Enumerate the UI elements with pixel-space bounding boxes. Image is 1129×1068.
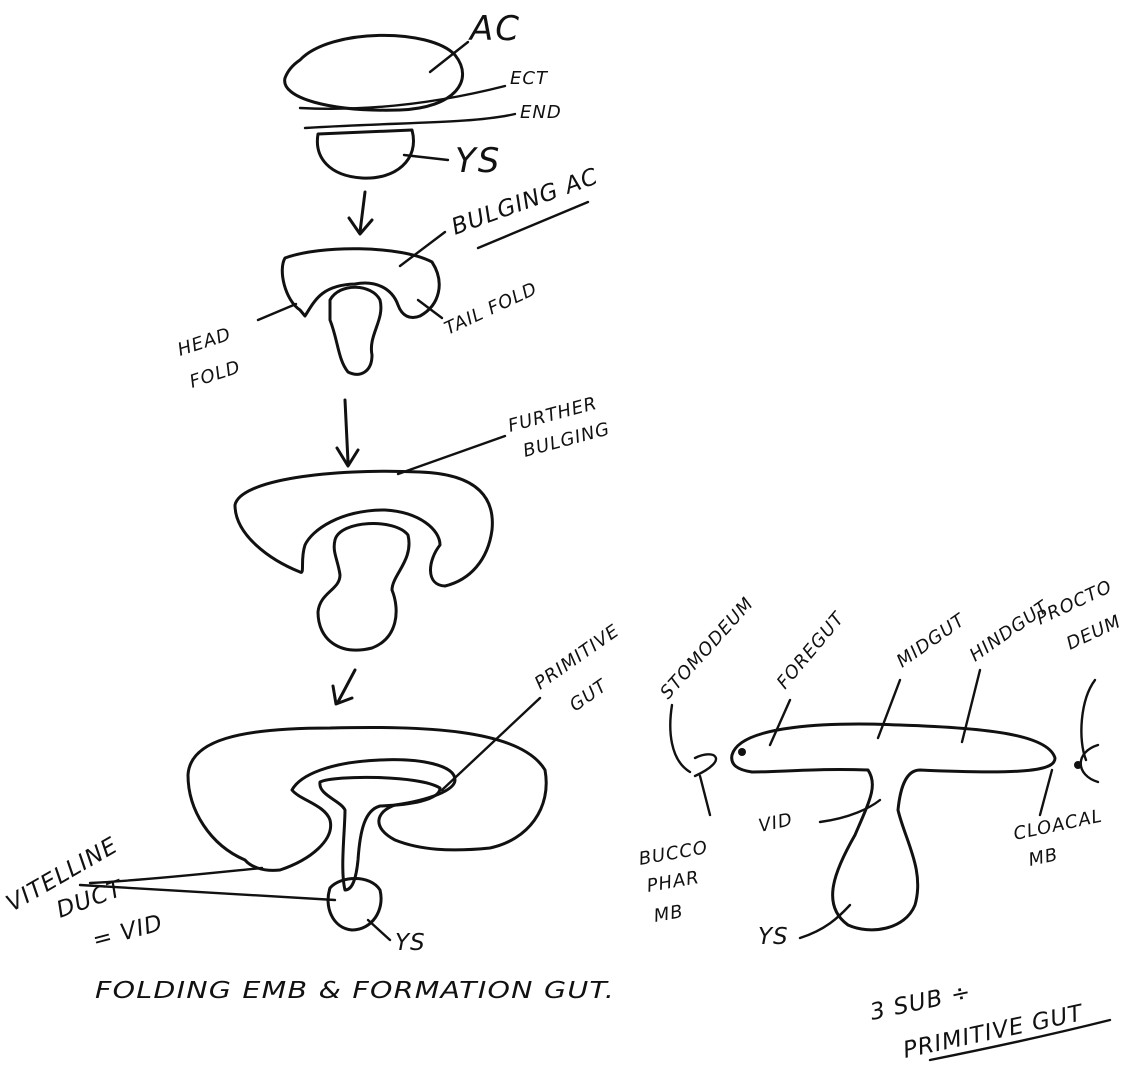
label-proctodeum-2: DEUM (1063, 611, 1124, 655)
amniotic-cavity-shape (285, 35, 463, 110)
stomodeum-leader-line (670, 705, 690, 772)
primitive-gut-shape (320, 777, 440, 890)
further-bulging-leader-line (398, 436, 505, 474)
label-primitive-gut-2: GUT (566, 675, 613, 716)
label-ys-top: YS (455, 141, 501, 181)
bulging-ac-shape (282, 249, 439, 318)
label-ys-right: YS (758, 924, 789, 950)
label-ect: ECT (510, 68, 549, 89)
midgut-leader-line (878, 680, 900, 738)
label-end: END (520, 102, 562, 123)
ys-bottom-leader-line (368, 920, 390, 940)
head-fold-leader-line (258, 304, 296, 320)
caption-right-1: 3 SUB ÷ (868, 979, 974, 1026)
label-foregut: FOREGUT (773, 607, 850, 693)
stage-4-group: PRIMITIVE GUT VITELLINE DUCT = VID YS FO… (2, 620, 624, 1004)
label-ac: AC (468, 9, 521, 49)
label-vid-right: VID (757, 809, 795, 837)
gut-subdivision-group: STOMODEUM FOREGUT MIDGUT HINDGUT PROCTO … (637, 576, 1124, 1064)
label-cloacal-1: CLOACAL (1012, 806, 1105, 845)
buccopharyngeal-dot (738, 748, 746, 756)
yolk-sac-stage-3-shape (318, 524, 409, 651)
label-ys-bottom: YS (395, 930, 426, 956)
stage-2-group: BULGING AC HEAD FOLD TAIL FOLD (175, 163, 602, 392)
label-bucco-2: PHAR (645, 867, 701, 897)
bulging-ac-leader-line (400, 232, 445, 266)
label-head-fold-2: FOLD (187, 357, 243, 393)
label-midgut: MIDGUT (893, 609, 970, 672)
arrow-down-icon (349, 192, 372, 234)
foregut-leader-line (770, 700, 790, 745)
label-bucco-3: MB (652, 901, 685, 927)
endoderm-line (305, 114, 515, 128)
label-stomodeum: STOMODEUM (656, 593, 758, 703)
stage-1-group: AC ECT END YS (285, 9, 562, 181)
caption-left: FOLDING EMB & FORMATION GUT. (95, 978, 615, 1004)
bucco-leader-line (700, 776, 710, 815)
folded-embryo-outline (188, 727, 546, 870)
arrow-down-icon (337, 400, 358, 466)
yolk-sac-top-shape (317, 130, 413, 178)
label-primitive-gut-1: PRIMITIVE (531, 620, 624, 694)
label-tail-fold: TAIL FOLD (441, 278, 541, 339)
yolk-sac-stage-2-shape (330, 287, 381, 374)
label-bucco-1: BUCCO (637, 837, 709, 870)
primitive-gut-leader-line (442, 698, 540, 790)
cloacal-leader-line (1040, 770, 1052, 815)
label-vitelline-3: = VID (90, 910, 166, 954)
label-head-fold-1: HEAD (175, 324, 234, 361)
further-bulging-shape (235, 471, 492, 586)
label-cloacal-2: MB (1027, 844, 1061, 871)
buccopharyngeal-membrane-mark (695, 754, 716, 776)
stage-3-group: FURTHER BULGING (235, 393, 612, 650)
cloacal-dot (1074, 761, 1082, 769)
vid-right-leader-line (820, 800, 880, 822)
yolk-sac-stage-4-shape (328, 879, 381, 931)
arrow-down-icon (333, 670, 355, 704)
